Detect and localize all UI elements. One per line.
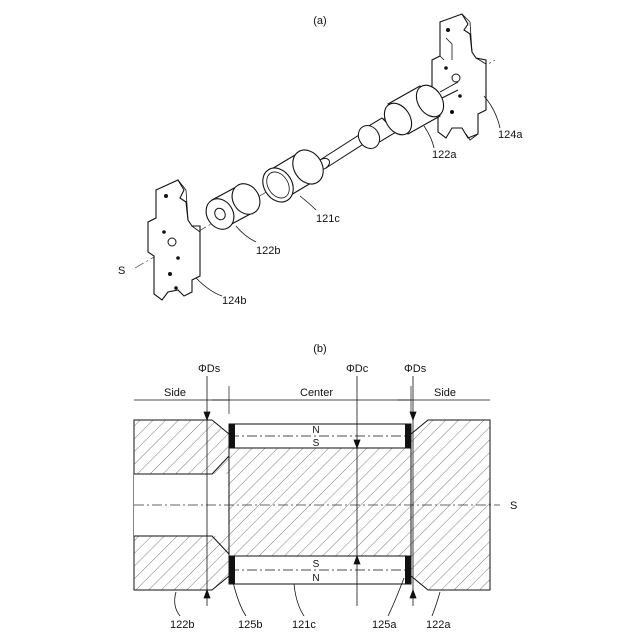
bond-125a-top xyxy=(405,424,411,448)
bond-125a-bottom xyxy=(405,556,411,584)
magnet-122b xyxy=(200,179,265,235)
label-121c-b: 121c xyxy=(292,619,316,631)
center-body xyxy=(229,448,411,556)
figure-a-caption: (a) xyxy=(313,15,326,27)
label-122b: 122b xyxy=(256,245,280,257)
zone-left-label: Side xyxy=(164,387,186,399)
dim-center-label: ΦDc xyxy=(346,363,369,375)
zone-right-label: Side xyxy=(434,387,456,399)
leader-121c xyxy=(300,196,316,210)
dim-right-label: ΦDs xyxy=(404,363,427,375)
bond-125b-top xyxy=(229,424,235,448)
pole-bottom-s: S xyxy=(313,559,320,570)
axis-s-label-a: S xyxy=(118,265,125,277)
leader-122a xyxy=(424,126,434,148)
figure-b: (b) Side Center Side ΦDs ΦDc ΦDs xyxy=(134,343,517,631)
axis-s-label-b: S xyxy=(510,500,517,512)
pole-top-s: S xyxy=(313,438,320,449)
leader-122b xyxy=(236,226,256,242)
label-124a: 124a xyxy=(498,129,523,141)
zone-center-label: Center xyxy=(300,387,333,399)
bracket-124a xyxy=(432,14,486,140)
label-122a-b: 122a xyxy=(426,619,451,631)
bond-125b-bottom xyxy=(229,556,235,584)
label-125b: 125b xyxy=(238,619,262,631)
label-125a: 125a xyxy=(372,619,397,631)
dim-left-label: ΦDs xyxy=(198,363,221,375)
bracket-124b xyxy=(148,180,200,300)
leader-124b xyxy=(196,278,222,296)
pole-bottom-n: N xyxy=(312,573,319,584)
figure-b-caption: (b) xyxy=(313,343,326,355)
label-124b: 124b xyxy=(222,295,246,307)
label-122a: 122a xyxy=(432,149,457,161)
label-122b-b: 122b xyxy=(170,619,194,631)
sleeve-121c xyxy=(257,144,330,207)
label-121c: 121c xyxy=(316,213,340,225)
figure-a: (a) S 124a xyxy=(118,14,523,307)
pole-top-n: N xyxy=(312,425,319,436)
